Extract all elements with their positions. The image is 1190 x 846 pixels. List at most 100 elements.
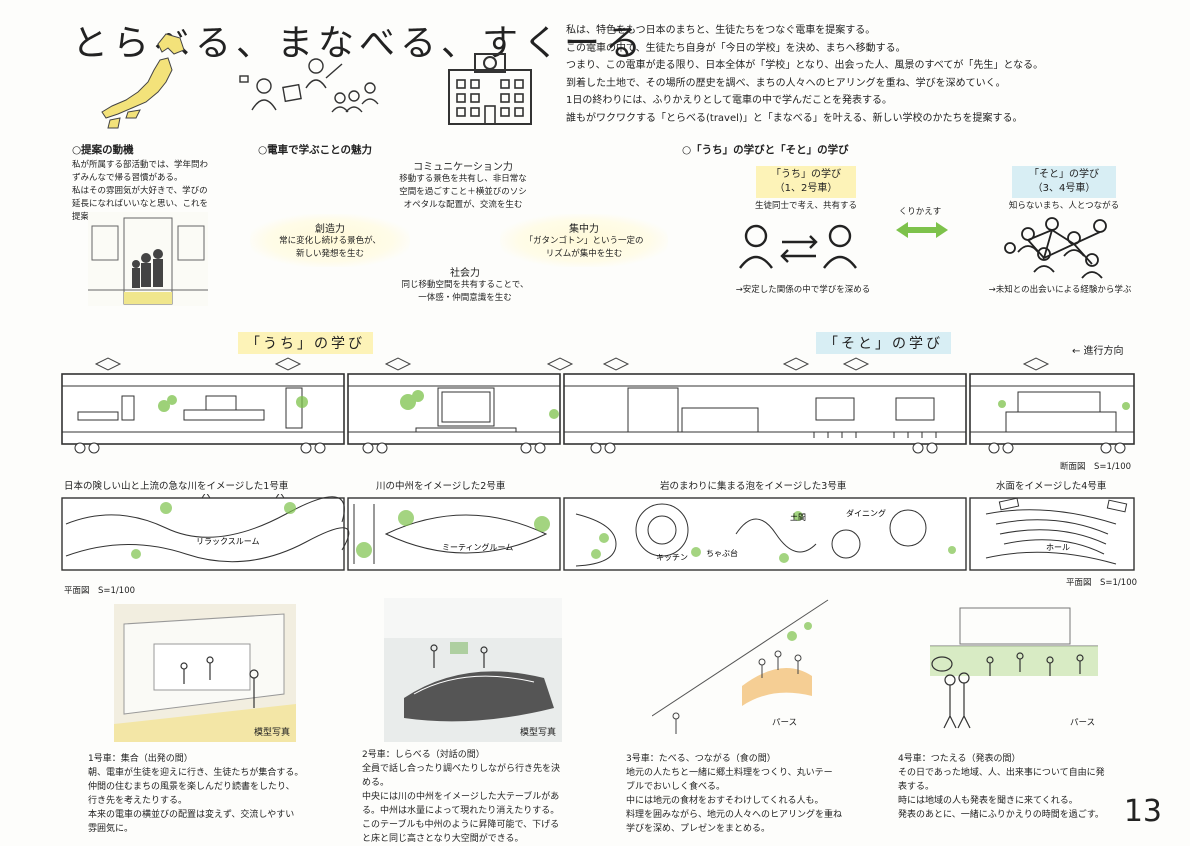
- model-photo-car2: 模型写真: [384, 598, 562, 742]
- concentration-block: 集中力 「ガタンゴトン」という一定の リズムが集中を生む: [500, 214, 668, 267]
- japan-map-icon: [101, 33, 185, 129]
- doma-label: 土間: [790, 512, 806, 522]
- intro-text: 私は、特色をもつ日本のまちと、生徒たちをつなぐ電車を提案する。 この電車の中で、…: [566, 22, 1106, 127]
- soto-desc: 知らないまち、人とつながる: [1008, 201, 1120, 211]
- direction-label: ← 進行方向: [1072, 346, 1124, 357]
- social-title: 社会力: [450, 268, 480, 279]
- creativity-block: 創造力 常に変化し続ける景色が、 新しい発想を生む: [250, 214, 410, 267]
- uchi-title: 「うち」の学び: [771, 169, 841, 180]
- model1-sketch-icon: [114, 604, 296, 742]
- social-line: 同じ移動空間を共有することで、: [401, 280, 529, 290]
- uchi-cars: （1、2号車）: [774, 183, 838, 194]
- social-line: 一体感・仲間意識を生む: [418, 293, 512, 303]
- soto-result: →未知との出会いによる経験から学ぶ: [988, 285, 1132, 295]
- caption-line: 学びを深め、プレゼンをまとめる。: [626, 824, 771, 834]
- intro-line: 誰もがワクワクする「とらべる(travel)」と「まなべる」を叶える、新しい学校…: [566, 112, 1023, 124]
- section-scale: 断面図 S=1/100: [1060, 462, 1132, 472]
- caption-car4-title: 4号車：つたえる（発表の間）: [898, 754, 1021, 764]
- caption-line: 雰囲気に。: [88, 824, 134, 834]
- model2-sketch-icon: [384, 598, 562, 742]
- school-building-icon: [448, 53, 532, 125]
- caption-line: 料理を囲みながら、地元の人々へのヒアリングを重ね: [626, 810, 843, 820]
- motive-heading: ○提案の動機: [72, 144, 134, 156]
- kitchen-label: キッチン: [656, 553, 688, 562]
- plan-scale-right: 平面図 S=1/100: [1066, 578, 1138, 588]
- creativity-line: 新しい発想を生む: [295, 249, 364, 259]
- intro-line: 1日の終わりには、ふりかえりとして電車の中で学んだことを発表する。: [566, 95, 893, 106]
- charm-heading: ○電車で学ぶことの魅力: [258, 144, 373, 156]
- caption-line: 本来の電車の横並びの配置は変えず、交流しやすい: [88, 810, 295, 820]
- caption-car2: 2号車：しらべる（対話の間） 全員で話し合ったり調べたりしながら行き先を決 める…: [362, 748, 592, 846]
- social-block: 社会力 同じ移動空間を共有することで、 一体感・仲間意識を生む: [380, 264, 550, 305]
- soto-section-header: 「そと」の学び: [816, 332, 951, 354]
- caption-line: 表する。: [898, 782, 935, 792]
- concentration-title: 集中力: [569, 224, 599, 235]
- perspective3-sketch-icon: [652, 599, 829, 734]
- model1-label: 模型写真: [253, 728, 290, 738]
- car1-title: 日本の険しい山と上流の急な川をイメージした1号車: [64, 481, 289, 492]
- caption-line: 発表のあとに、一緒にふりかえりの時間を過ごす。: [898, 810, 1104, 820]
- caption-line: このテーブルも中州のように昇降可能で、下げる: [362, 820, 560, 830]
- caption-line: 中には地元の食材をおすそわけしてくれる人も。: [626, 796, 824, 806]
- uchi-result: →安定した関係の中で学びを深める: [735, 285, 871, 295]
- communication-title: コミュニケーション力: [413, 162, 513, 173]
- perspective2-label: パース: [1070, 718, 1096, 728]
- intro-line: この電車の中で、生徒たち自身が「今日の学校」を決め、まちへ移動する。: [566, 42, 906, 54]
- soto-tag: 「そと」の学び （3、4号車）: [1012, 166, 1116, 198]
- dining-label: ダイニング: [846, 508, 886, 518]
- network-people-icon: [1004, 217, 1107, 279]
- uchi-tag: 「うち」の学び （1、2号車）: [756, 166, 856, 198]
- intro-line: 到着した土地で、その場所の歴史を調べ、まちの人々へのヒアリングを重ね、学びを深め…: [566, 77, 1006, 89]
- perspective1-label: パース: [772, 718, 798, 728]
- relax-label: リラックスルーム: [196, 537, 260, 546]
- communication-line: 移動する景色を共有し、非日常な: [399, 174, 527, 184]
- soto-title: 「そと」の学び: [1029, 169, 1099, 180]
- train-door-sketch-icon: [88, 212, 208, 306]
- perspective-car3: パース: [652, 596, 834, 742]
- caption-line: 朝、電車が生徒を迎えに行き、生徒たちが集合する。: [88, 768, 304, 778]
- car3-title: 岩のまわりに集まる泡をイメージした3号車: [660, 481, 847, 492]
- intro-line: 私は、特色をもつ日本のまちと、生徒たちをつなぐ電車を提案する。: [566, 25, 876, 36]
- uchi-section-header: 「うち」の学び: [238, 332, 373, 354]
- train-section-drawing: [61, 357, 1135, 454]
- communication-block: コミュニケーション力 移動する景色を共有し、非日常な 空間を過ごすこと＋横並びの…: [378, 158, 548, 212]
- caption-car3-title: 3号車：たべる、つながる（食の間）: [626, 754, 776, 764]
- caption-line: める。: [362, 778, 390, 788]
- caption-line: 地元の人たちと一緒に郷土料理をつくり、丸いテー: [626, 768, 833, 778]
- concentration-line: リズムが集中を生む: [545, 249, 623, 259]
- perspective4-sketch-icon: [930, 607, 1098, 729]
- uchi-desc: 生徒同士で考え、共有する: [754, 201, 857, 211]
- caption-line: その日であった地域、人、出来事について自由に発: [898, 768, 1105, 778]
- learning-heading: ○「うち」の学びと「そと」の学び: [682, 144, 849, 156]
- motive-line: 延長になればいいなと思い、これを: [72, 199, 209, 209]
- concentration-line: 「ガタンゴトン」という一定の: [524, 236, 644, 246]
- intro-line: つまり、この電車が走る限り、日本全体が「学校」となり、出会った人、風景のすべてが…: [566, 60, 1044, 71]
- motive-line: ずみんなで帰る習慣がある。: [72, 173, 183, 183]
- caption-car3: 3号車：たべる、つながる（食の間） 地元の人たちと一緒に郷土料理をつくり、丸いテ…: [626, 752, 876, 836]
- page-number: 13: [1123, 794, 1162, 829]
- caption-line: 時には地域の人も発表を聞きに来てくれる。: [898, 796, 1078, 806]
- communication-line: オペタルな配置が、交流を生む: [403, 200, 523, 210]
- creativity-line: 常に変化し続ける景色が、: [279, 236, 381, 246]
- motive-line: 私はその雰囲気が大好きで、学びの: [72, 186, 208, 196]
- caption-line: と床と同じ高さとなり大空間ができる。: [362, 834, 524, 844]
- caption-line: 行き先を考えたりする。: [88, 796, 188, 806]
- kurikaesu-label: くりかえす: [898, 207, 942, 217]
- motive-line: 私が所属する部活動では、学年問わ: [72, 160, 209, 170]
- meeting-label: ミーティングルーム: [442, 542, 513, 552]
- creativity-title: 創造力: [315, 224, 345, 235]
- caption-car1: 1号車：集合（出発の間） 朝、電車が生徒を迎えに行き、生徒たちが集合する。 仲間…: [88, 752, 338, 836]
- hall-label: ホール: [1046, 543, 1070, 552]
- caption-line: る。中州は水量によって現れたり消えたりする。: [362, 806, 560, 816]
- caption-car2-title: 2号車：しらべる（対話の間）: [362, 750, 485, 760]
- plan-scale-left: 平面図 S=1/100: [64, 586, 136, 596]
- students-sketch-icon: [239, 58, 379, 113]
- car2-title: 川の中州をイメージした2号車: [376, 481, 506, 492]
- caption-line: 全員で話し合ったり調べたりしながら行き先を決: [362, 764, 561, 774]
- double-arrow-icon: [896, 222, 948, 238]
- caption-line: ブルでおいしく食べる。: [626, 782, 726, 792]
- perspective-car4: パース: [920, 596, 1108, 742]
- soto-cars: （3、4号車）: [1032, 183, 1096, 194]
- caption-car1-title: 1号車：集合（出発の間）: [88, 754, 193, 764]
- caption-car4: 4号車：つたえる（発表の間） その日であった地域、人、出来事について自由に発 表…: [898, 752, 1138, 822]
